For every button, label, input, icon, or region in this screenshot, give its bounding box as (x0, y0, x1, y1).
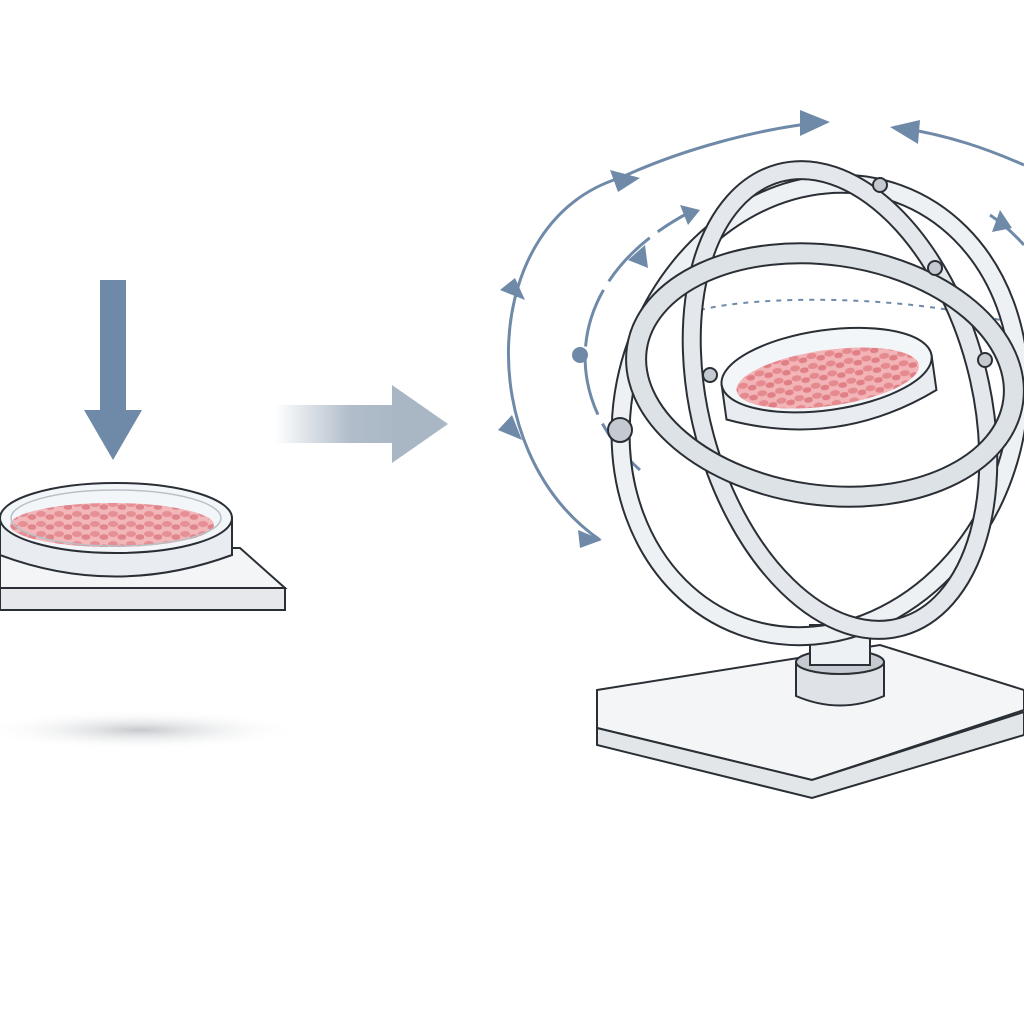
petri-dish-rotating (720, 326, 938, 431)
left-panel (0, 280, 300, 750)
circular-rotation-arrows-icon (498, 110, 1024, 548)
ring-pivots (607, 177, 993, 443)
tissue-sample (736, 347, 919, 409)
down-arrow-icon (84, 280, 142, 460)
inner-ring (625, 242, 1024, 508)
gimbal-rings (610, 160, 1024, 647)
right-panel (498, 110, 1024, 800)
right-arrow-icon (275, 385, 448, 463)
base-platform (596, 643, 1024, 800)
tissue-sample (10, 503, 214, 547)
petri-dish (0, 482, 233, 578)
floor-shadow (0, 710, 300, 750)
middle-ring (681, 160, 999, 640)
